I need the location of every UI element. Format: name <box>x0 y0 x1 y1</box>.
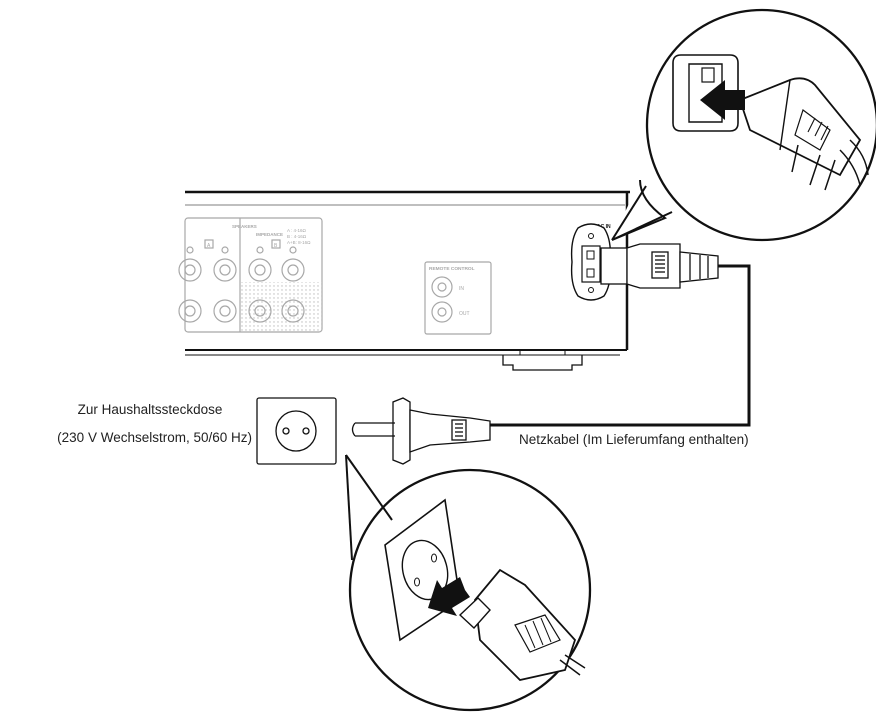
remote-in-label: IN <box>459 286 464 292</box>
impedance-line-2: B : 4-16Ω <box>287 234 307 239</box>
speaker-terminals <box>178 217 323 333</box>
speaker-group-a-label: A <box>207 243 211 249</box>
outlet-label-line1: Zur Haushaltssteckdose <box>77 402 223 417</box>
iec-plug <box>600 243 719 289</box>
power-cable-label: Netzkabel (Im Lieferumfang enthalten) <box>519 432 749 447</box>
power-cable <box>488 264 751 427</box>
impedance-line-1: A : 4-16Ω <box>287 228 307 233</box>
remote-out-label: OUT <box>459 311 470 317</box>
ac-in-label: AC IN <box>597 224 611 230</box>
speaker-group-b-label: B <box>274 243 278 249</box>
wall-outlet <box>256 397 337 465</box>
outlet-label-line2: (230 V Wechselstrom, 50/60 Hz) <box>57 430 252 445</box>
impedance-line-3: A+B: 8-16Ω <box>287 240 311 245</box>
speakers-heading: SPEAKERS <box>232 224 257 229</box>
insert-arrow-bottom <box>428 577 470 616</box>
insert-arrow-top <box>700 80 745 120</box>
device-rear-panel <box>185 190 630 371</box>
euro-plug <box>351 397 491 465</box>
impedance-heading: IMPEDANCE <box>256 232 283 237</box>
remote-control-jacks <box>424 261 492 335</box>
detail-outlet-magnifier <box>345 454 592 712</box>
remote-control-heading: REMOTE CONTROL <box>429 266 475 272</box>
detail-inlet-magnifier <box>611 8 876 242</box>
